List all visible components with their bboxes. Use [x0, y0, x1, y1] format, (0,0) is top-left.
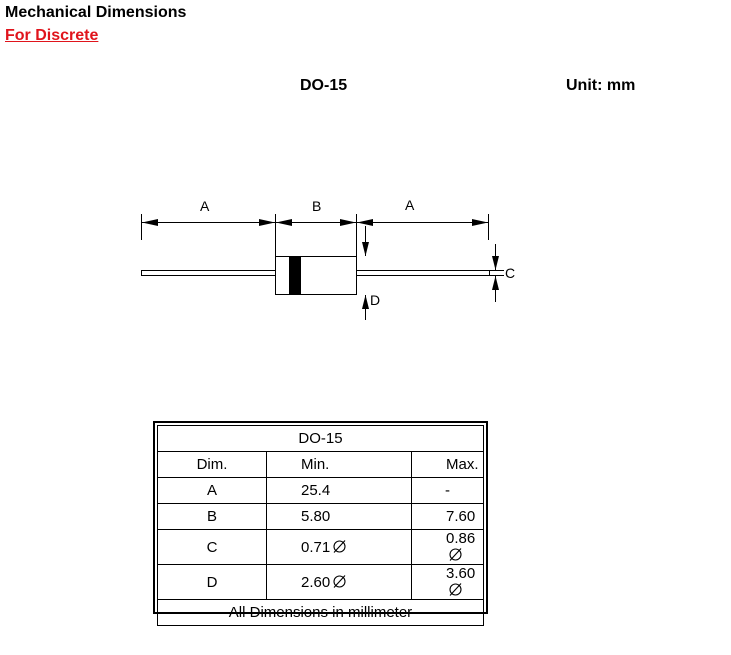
label-a-right: A — [405, 197, 415, 213]
lead-left — [141, 270, 276, 276]
arrow-d-top — [362, 242, 369, 256]
row-min: 0.71 — [301, 538, 331, 556]
diode-body — [275, 256, 357, 295]
row-max-cell: 0.86 — [411, 529, 484, 565]
unit-label: Unit: mm — [566, 77, 636, 94]
dimension-table: DO-15 Dim. Min. Max. A 25.4 - B 5.80 7.6… — [153, 421, 488, 626]
lead-right — [356, 270, 490, 276]
diameter-icon — [333, 574, 346, 588]
arrow-a-left-start — [142, 219, 158, 226]
row-dim: C — [157, 529, 267, 565]
arrow-a-left-end — [259, 219, 275, 226]
diameter-icon — [449, 583, 462, 596]
row-dim: A — [157, 477, 267, 504]
table-title: DO-15 — [157, 425, 484, 452]
arrow-b-end — [340, 219, 356, 226]
row-max-cell: 3.60 — [411, 564, 484, 600]
arrow-c-top — [492, 256, 499, 270]
row-max: 0.86 — [446, 530, 476, 547]
arrow-d-bottom — [362, 295, 369, 309]
label-c: C — [505, 265, 515, 281]
arrow-a-right-start — [357, 219, 373, 226]
row-min: 2.60 — [301, 573, 331, 591]
table-row: A 25.4 - — [157, 477, 484, 504]
table-header-row: Dim. Min. Max. — [157, 451, 484, 478]
row-min: 5.80 — [266, 503, 412, 530]
header-max: Max. — [411, 451, 484, 478]
row-dim: B — [157, 503, 267, 530]
row-max: 7.60 — [411, 503, 484, 530]
header-dim: Dim. — [157, 451, 267, 478]
row-min-cell: 2.60 — [266, 564, 412, 600]
row-max: 3.60 — [446, 565, 476, 582]
label-a-left: A — [200, 198, 210, 214]
table-title-row: DO-15 — [157, 425, 484, 452]
diode-dimension-drawing: A B A C D — [141, 197, 515, 320]
page-title: Mechanical Dimensions — [5, 4, 187, 21]
label-b: B — [312, 198, 321, 214]
diameter-icon — [333, 539, 346, 553]
table-footer: All Dimensions in millimeter — [157, 599, 484, 626]
package-title: DO-15 — [300, 77, 348, 94]
arrow-a-right-end — [472, 219, 488, 226]
for-discrete-link[interactable]: For Discrete — [5, 27, 99, 44]
label-d: D — [370, 292, 380, 308]
table-row: C 0.71 0.86 — [157, 529, 484, 565]
table-row: B 5.80 7.60 — [157, 503, 484, 530]
row-dim: D — [157, 564, 267, 600]
arrow-b-start — [276, 219, 292, 226]
dimension-table-grid: DO-15 Dim. Min. Max. A 25.4 - B 5.80 7.6… — [157, 425, 484, 626]
header-min: Min. — [266, 451, 412, 478]
arrow-c-bottom — [492, 276, 499, 290]
cathode-band — [289, 257, 301, 294]
table-row: D 2.60 3.60 — [157, 564, 484, 600]
row-min-cell: 0.71 — [266, 529, 412, 565]
diameter-icon — [449, 548, 462, 561]
table-footer-row: All Dimensions in millimeter — [157, 599, 484, 626]
row-min: 25.4 — [266, 477, 412, 504]
row-max: - — [411, 477, 484, 504]
